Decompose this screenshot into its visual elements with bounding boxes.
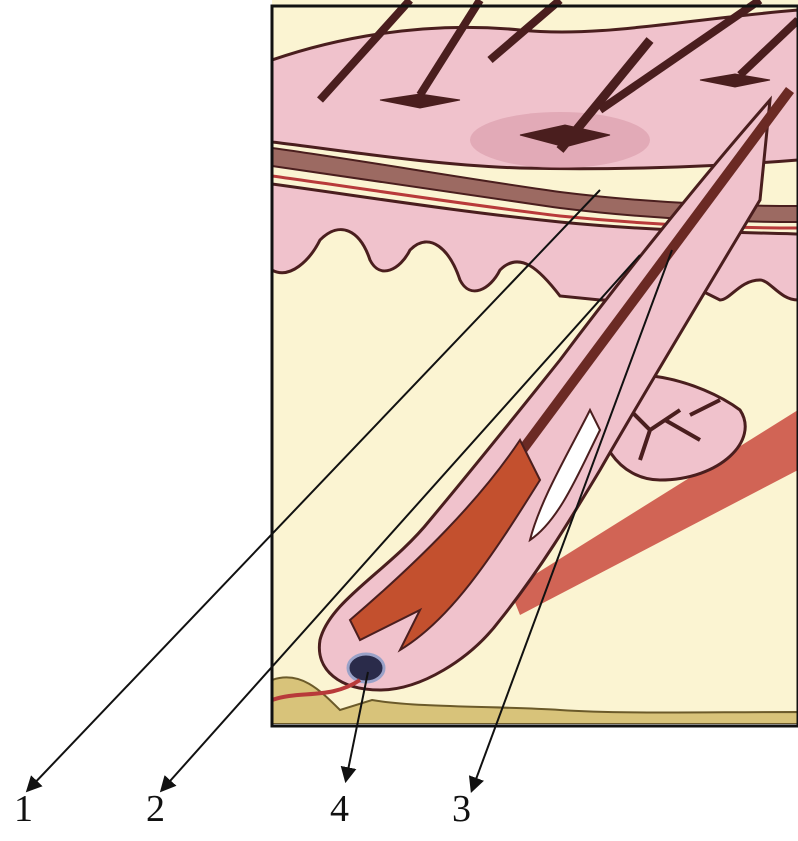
label-1: 1 [14,790,33,828]
label-3: 3 [452,790,471,828]
label-2: 2 [146,790,165,828]
label-4: 4 [330,790,349,828]
illustration [272,0,798,724]
